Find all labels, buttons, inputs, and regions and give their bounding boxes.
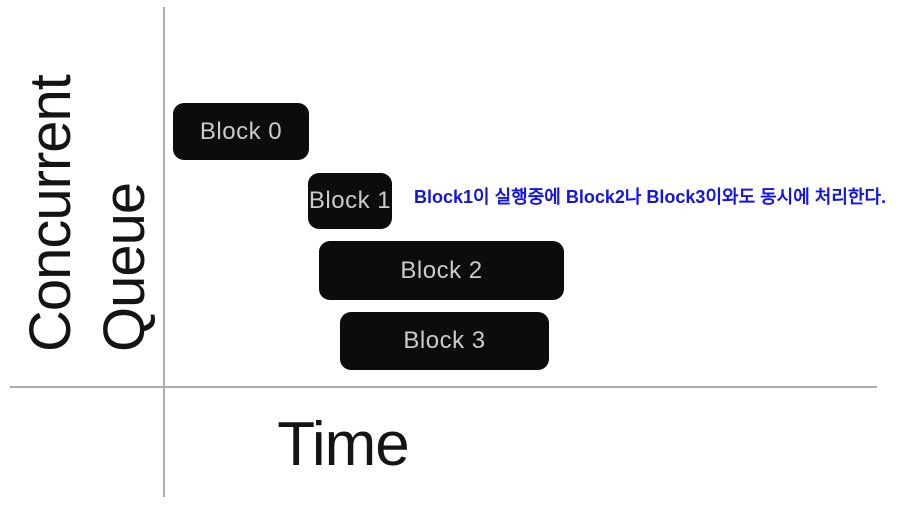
- block-0-label: Block 0: [199, 117, 283, 145]
- y-axis-label: Concurrent Queue: [14, 46, 164, 366]
- y-axis-label-line1: Concurrent: [18, 75, 83, 352]
- block-2-label: Block 2: [400, 256, 483, 284]
- block-0: Block 0: [173, 103, 309, 160]
- y-axis-line: [163, 7, 165, 497]
- block-3: Block 3: [340, 312, 549, 370]
- block-1: Block 1: [308, 173, 392, 229]
- block-1-label: Block 1: [308, 187, 392, 214]
- x-axis-line: [10, 386, 877, 388]
- block-2: Block 2: [319, 241, 564, 300]
- x-axis-label: Time: [277, 410, 409, 479]
- y-axis-label-line2: Queue: [92, 182, 157, 352]
- annotation-text: Block1이 실행중에 Block2나 Block3이와도 동시에 처리한다.: [414, 187, 887, 207]
- block-3-label: Block 3: [403, 327, 486, 354]
